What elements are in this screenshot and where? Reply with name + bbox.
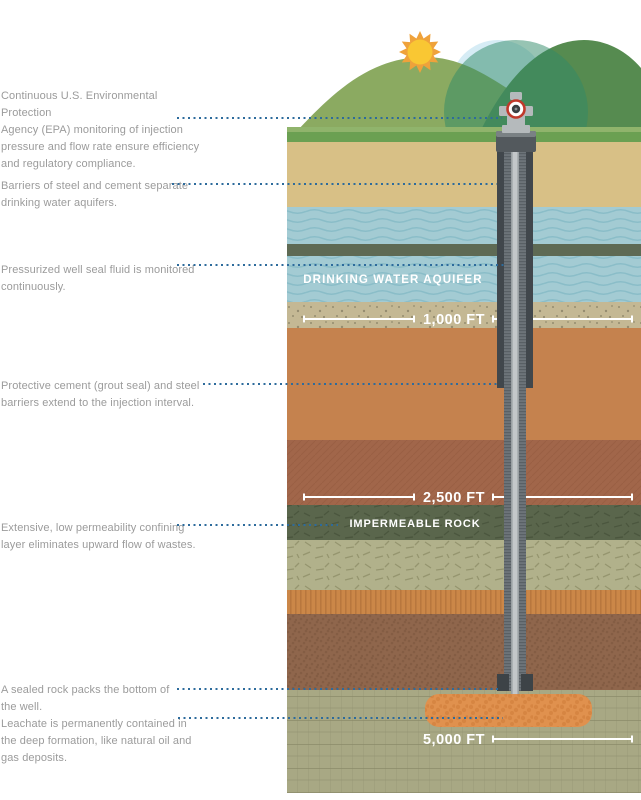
layer-grass bbox=[287, 132, 641, 142]
texture-hatch bbox=[287, 440, 641, 505]
annotation-grout-seal: Protective cement (grout seal) and steel… bbox=[1, 380, 200, 409]
annotation-seal-fluid: Pressurized well seal fluid is monitored… bbox=[1, 264, 195, 293]
texture-pebbles bbox=[287, 614, 641, 690]
leader-barriers bbox=[172, 183, 497, 185]
wellhead-flange bbox=[502, 125, 530, 133]
texture-waves-upper bbox=[287, 207, 641, 244]
valve-wheel-dot bbox=[514, 107, 518, 111]
leader-sealed-rock bbox=[177, 688, 499, 690]
depth-label-5000ft: 5,000 FT bbox=[423, 732, 485, 748]
texture-rock-strokes bbox=[287, 505, 641, 540]
layer-grass-edge bbox=[287, 127, 641, 132]
casing-tube-shade-right bbox=[517, 150, 519, 694]
casing-outer-right bbox=[526, 150, 533, 388]
casing-center-tube bbox=[511, 150, 519, 694]
texture-speckles bbox=[287, 302, 641, 328]
texture-vertical-stripes bbox=[287, 590, 641, 614]
texture-waves-lower bbox=[287, 256, 641, 302]
label-drinking-water-aquifer: DRINKING WATER AQUIFER bbox=[303, 274, 482, 286]
bottom-margin bbox=[287, 793, 641, 800]
geologic-strata bbox=[287, 127, 641, 793]
casing-ridges-right bbox=[519, 150, 526, 691]
wellhead-body bbox=[507, 116, 525, 126]
annotation-epa-monitoring: Continuous U.S. Environmental Protection… bbox=[1, 90, 200, 170]
leader-epa-monitoring bbox=[177, 117, 502, 119]
leader-grout-seal bbox=[203, 383, 500, 385]
depth-marker-5000ft bbox=[492, 735, 633, 743]
texture-sage-strokes bbox=[287, 540, 641, 590]
annotation-leachate: Leachate is permanently contained in the… bbox=[1, 718, 192, 764]
leachate-blob-texture bbox=[425, 694, 592, 727]
annotation-barriers: Barriers of steel and cement separate dr… bbox=[1, 180, 189, 209]
casing-ridges-left bbox=[504, 150, 511, 691]
well-cross-section-diagram: DRINKING WATER AQUIFER IMPERMEABLE ROCK … bbox=[287, 31, 641, 800]
layer-olive-band bbox=[287, 244, 641, 256]
layer-tan-soil bbox=[287, 142, 641, 207]
annotation-confining-layer: Extensive, low permeability confining la… bbox=[1, 522, 196, 551]
injection-well bbox=[496, 92, 536, 694]
packer-right bbox=[521, 674, 533, 691]
depth-label-1000ft: 1,000 FT bbox=[423, 312, 485, 328]
packer-left bbox=[497, 674, 509, 691]
casing-outer-left bbox=[497, 150, 504, 388]
leader-leachate bbox=[178, 717, 503, 719]
sun-core bbox=[407, 39, 433, 65]
label-impermeable-rock: IMPERMEABLE ROCK bbox=[349, 518, 480, 530]
wellhead-top-knob bbox=[510, 92, 522, 100]
depth-marker-2500ft bbox=[303, 493, 633, 501]
wellhead bbox=[499, 92, 533, 133]
casing-tube-shade bbox=[511, 150, 513, 694]
leader-seal-fluid bbox=[177, 264, 504, 266]
depth-label-2500ft: 2,500 FT bbox=[423, 490, 485, 506]
leader-confining-layer bbox=[177, 524, 338, 526]
annotation-sealed-rock: A sealed rock packs the bottom of the we… bbox=[1, 684, 170, 713]
